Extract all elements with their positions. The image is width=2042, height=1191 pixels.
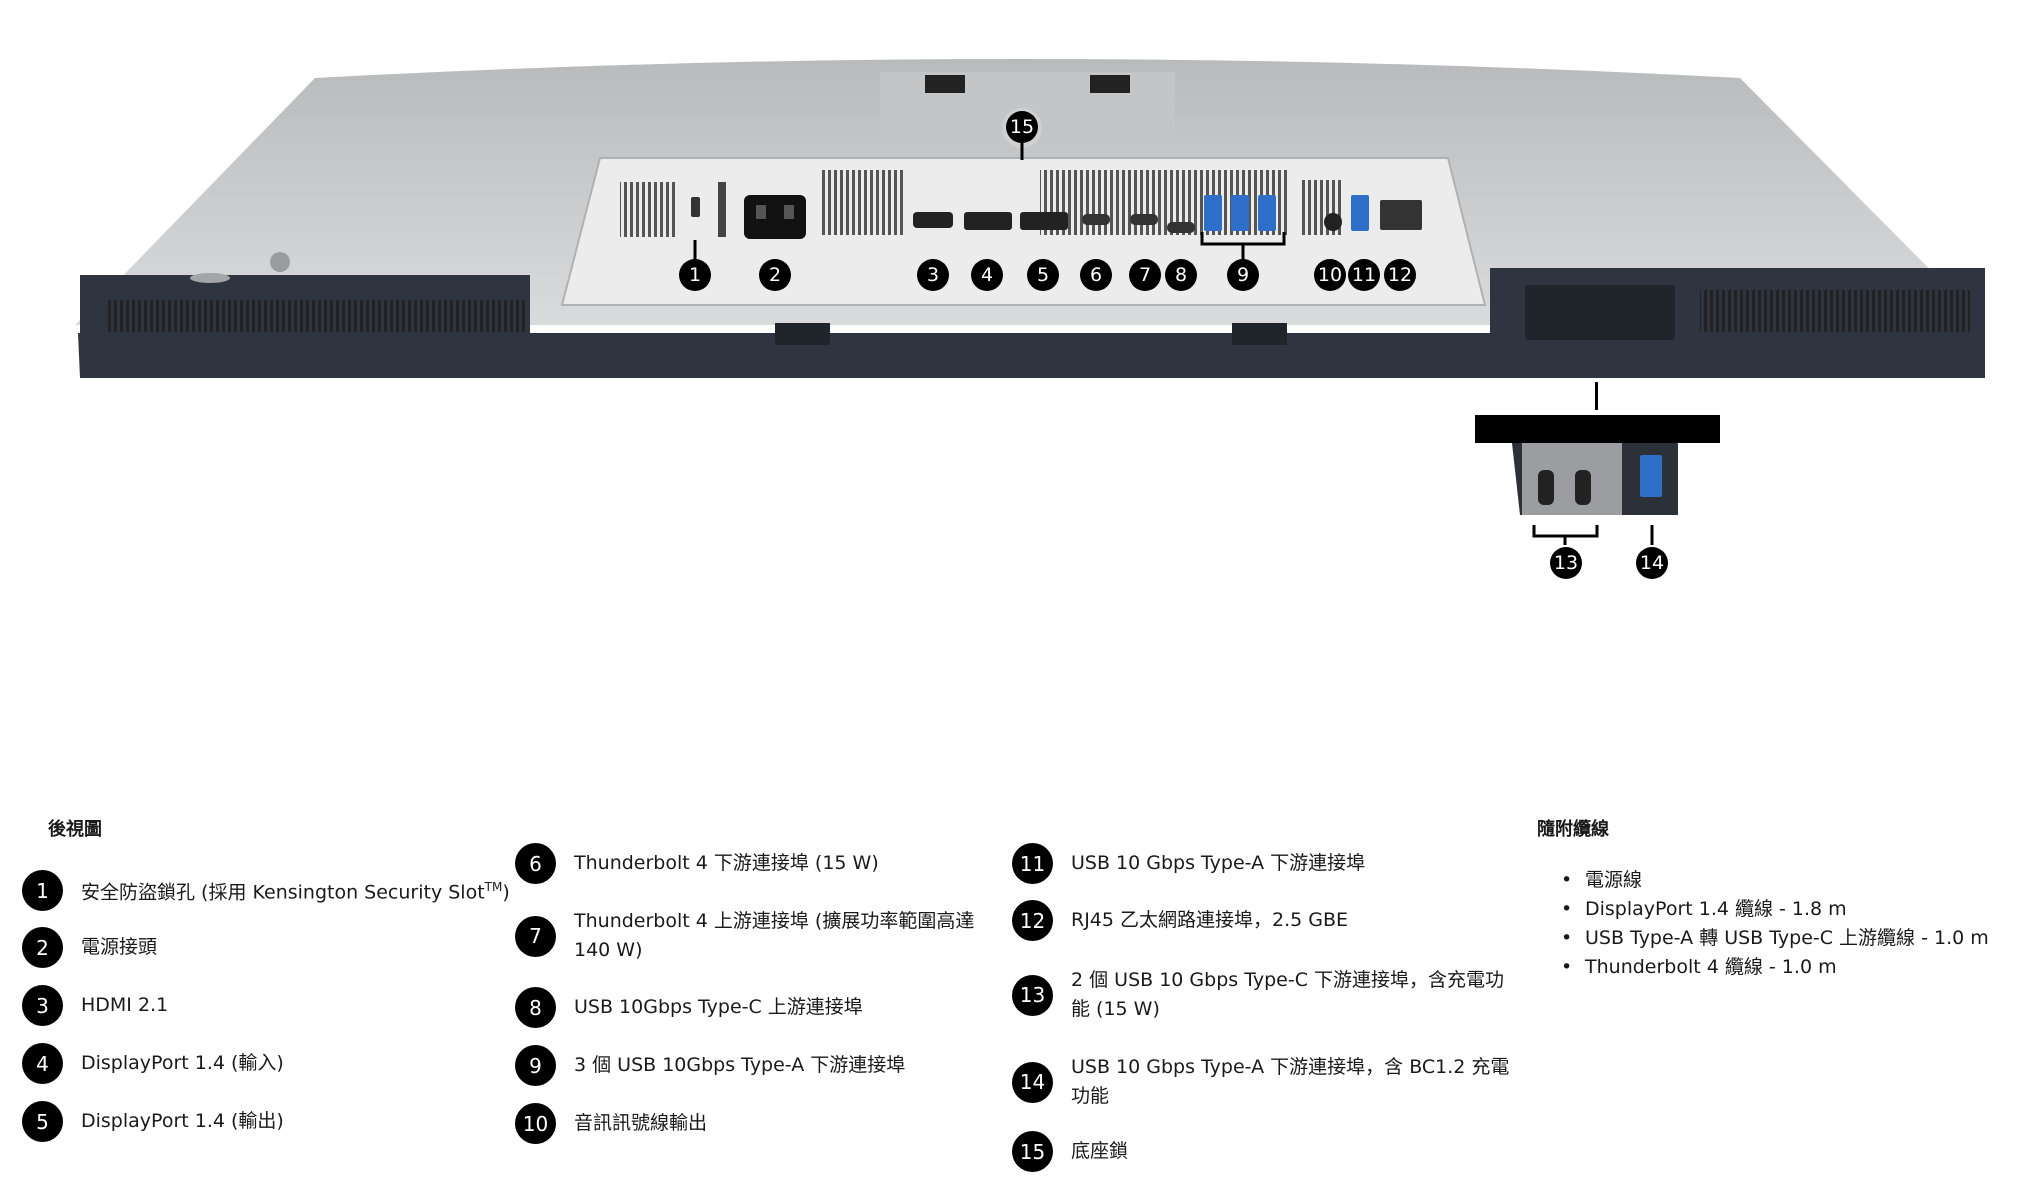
legend-item-12: 12 RJ45 乙太網路連接埠，2.5 GBE bbox=[1012, 900, 1348, 941]
legend-item-7: 7 Thunderbolt 4 上游連接埠 (擴展功率範圍高達 140 W) bbox=[515, 907, 1005, 965]
callout-12: 12 bbox=[1384, 259, 1416, 291]
legend-label: Thunderbolt 4 下游連接埠 (15 W) bbox=[574, 849, 879, 878]
number-badge: 6 bbox=[515, 843, 556, 884]
side-usb-hub bbox=[1475, 382, 1720, 515]
cables-list: 電源線 DisplayPort 1.4 纜線 - 1.8 m USB Type-… bbox=[1555, 866, 1989, 982]
legend-label: USB 10 Gbps Type-A 下游連接埠，含 BC1.2 充電功能 bbox=[1071, 1053, 1512, 1111]
svg-text:14: 14 bbox=[1640, 552, 1664, 574]
callout-13: 13 bbox=[1550, 547, 1582, 579]
callout-6: 6 bbox=[1080, 259, 1112, 291]
number-badge: 8 bbox=[515, 987, 556, 1028]
svg-text:5: 5 bbox=[1037, 264, 1049, 286]
legend-label: DisplayPort 1.4 (輸入) bbox=[81, 1049, 284, 1078]
svg-text:9: 9 bbox=[1237, 264, 1249, 286]
legend-item-11: 11 USB 10 Gbps Type-A 下游連接埠 bbox=[1012, 843, 1365, 884]
number-badge: 4 bbox=[22, 1043, 63, 1084]
callout-8: 8 bbox=[1165, 259, 1197, 291]
number-badge: 3 bbox=[22, 985, 63, 1026]
svg-text:12: 12 bbox=[1388, 264, 1412, 286]
callout-4: 4 bbox=[971, 259, 1003, 291]
svg-text:3: 3 bbox=[927, 264, 939, 286]
legend-label: 電源接頭 bbox=[81, 933, 157, 962]
callout-11: 11 bbox=[1348, 259, 1380, 291]
rear-view-title: 後視圖 bbox=[48, 815, 102, 841]
legend-label: 2 個 USB 10 Gbps Type-C 下游連接埠，含充電功能 (15 W… bbox=[1071, 966, 1512, 1024]
svg-text:7: 7 bbox=[1139, 264, 1151, 286]
legend-label: 底座鎖 bbox=[1071, 1137, 1128, 1166]
legend-item-2: 2 電源接頭 bbox=[22, 927, 157, 968]
callout-1: 1 bbox=[679, 259, 711, 291]
svg-text:1: 1 bbox=[689, 264, 701, 286]
number-badge: 10 bbox=[515, 1103, 556, 1144]
legend-label: 音訊訊號線輸出 bbox=[574, 1109, 707, 1138]
svg-text:4: 4 bbox=[981, 264, 993, 286]
number-badge: 12 bbox=[1012, 900, 1053, 941]
number-badge: 14 bbox=[1012, 1062, 1053, 1103]
legend-label: USB 10 Gbps Type-A 下游連接埠 bbox=[1071, 849, 1365, 878]
legend-item-5: 5 DisplayPort 1.4 (輸出) bbox=[22, 1101, 284, 1142]
legend-item-10: 10 音訊訊號線輸出 bbox=[515, 1103, 707, 1144]
callout-9: 9 bbox=[1227, 259, 1259, 291]
svg-text:6: 6 bbox=[1090, 264, 1102, 286]
callout-3: 3 bbox=[917, 259, 949, 291]
legend-item-3: 3 HDMI 2.1 bbox=[22, 985, 168, 1026]
svg-text:2: 2 bbox=[769, 264, 781, 286]
svg-text:15: 15 bbox=[1010, 116, 1034, 138]
legend-label: HDMI 2.1 bbox=[81, 991, 168, 1020]
svg-text:13: 13 bbox=[1554, 552, 1578, 574]
number-badge: 13 bbox=[1012, 975, 1053, 1016]
number-badge: 5 bbox=[22, 1101, 63, 1142]
number-badge: 15 bbox=[1012, 1131, 1053, 1172]
callout-5: 5 bbox=[1027, 259, 1059, 291]
legend-label: 3 個 USB 10Gbps Type-A 下游連接埠 bbox=[574, 1051, 905, 1080]
legend-label: Thunderbolt 4 上游連接埠 (擴展功率範圍高達 140 W) bbox=[574, 907, 1005, 965]
legend-item-14: 14 USB 10 Gbps Type-A 下游連接埠，含 BC1.2 充電功能 bbox=[1012, 1053, 1512, 1111]
legend-item-9: 9 3 個 USB 10Gbps Type-A 下游連接埠 bbox=[515, 1045, 905, 1086]
number-badge: 7 bbox=[515, 916, 556, 957]
number-badge: 2 bbox=[22, 927, 63, 968]
legend-item-8: 8 USB 10Gbps Type-C 上游連接埠 bbox=[515, 987, 863, 1028]
svg-text:10: 10 bbox=[1318, 264, 1342, 286]
legend-item-4: 4 DisplayPort 1.4 (輸入) bbox=[22, 1043, 284, 1084]
legend-item-1: 1 安全防盜鎖孔 (採用 Kensington Security SlotTM) bbox=[22, 870, 510, 911]
legend-item-15: 15 底座鎖 bbox=[1012, 1131, 1128, 1172]
callout-14: 14 bbox=[1636, 547, 1668, 579]
legend-label: DisplayPort 1.4 (輸出) bbox=[81, 1107, 284, 1136]
cables-title: 隨附纜線 bbox=[1537, 815, 1609, 841]
svg-text:11: 11 bbox=[1352, 264, 1376, 286]
legend-item-13: 13 2 個 USB 10 Gbps Type-C 下游連接埠，含充電功能 (1… bbox=[1012, 966, 1512, 1024]
list-item: Thunderbolt 4 纜線 - 1.0 m bbox=[1555, 953, 1989, 982]
monitor-rear-view-diagram: 1 2 3 4 5 6 7 8 9 10 11 12 13 14 15 bbox=[0, 0, 2042, 600]
svg-text:8: 8 bbox=[1175, 264, 1187, 286]
legend-label: 安全防盜鎖孔 (採用 Kensington Security SlotTM) bbox=[81, 873, 510, 907]
legend-label: RJ45 乙太網路連接埠，2.5 GBE bbox=[1071, 906, 1348, 935]
number-badge: 9 bbox=[515, 1045, 556, 1086]
callout-10: 10 bbox=[1314, 259, 1346, 291]
callout-2: 2 bbox=[759, 259, 791, 291]
legend-label: USB 10Gbps Type-C 上游連接埠 bbox=[574, 993, 863, 1022]
list-item: USB Type-A 轉 USB Type-C 上游纜線 - 1.0 m bbox=[1555, 924, 1989, 953]
list-item: DisplayPort 1.4 纜線 - 1.8 m bbox=[1555, 895, 1989, 924]
number-badge: 11 bbox=[1012, 843, 1053, 884]
callout-15: 15 bbox=[1006, 111, 1038, 143]
list-item: 電源線 bbox=[1555, 866, 1989, 895]
legend-item-6: 6 Thunderbolt 4 下游連接埠 (15 W) bbox=[515, 843, 879, 884]
callout-7: 7 bbox=[1129, 259, 1161, 291]
number-badge: 1 bbox=[22, 870, 63, 911]
